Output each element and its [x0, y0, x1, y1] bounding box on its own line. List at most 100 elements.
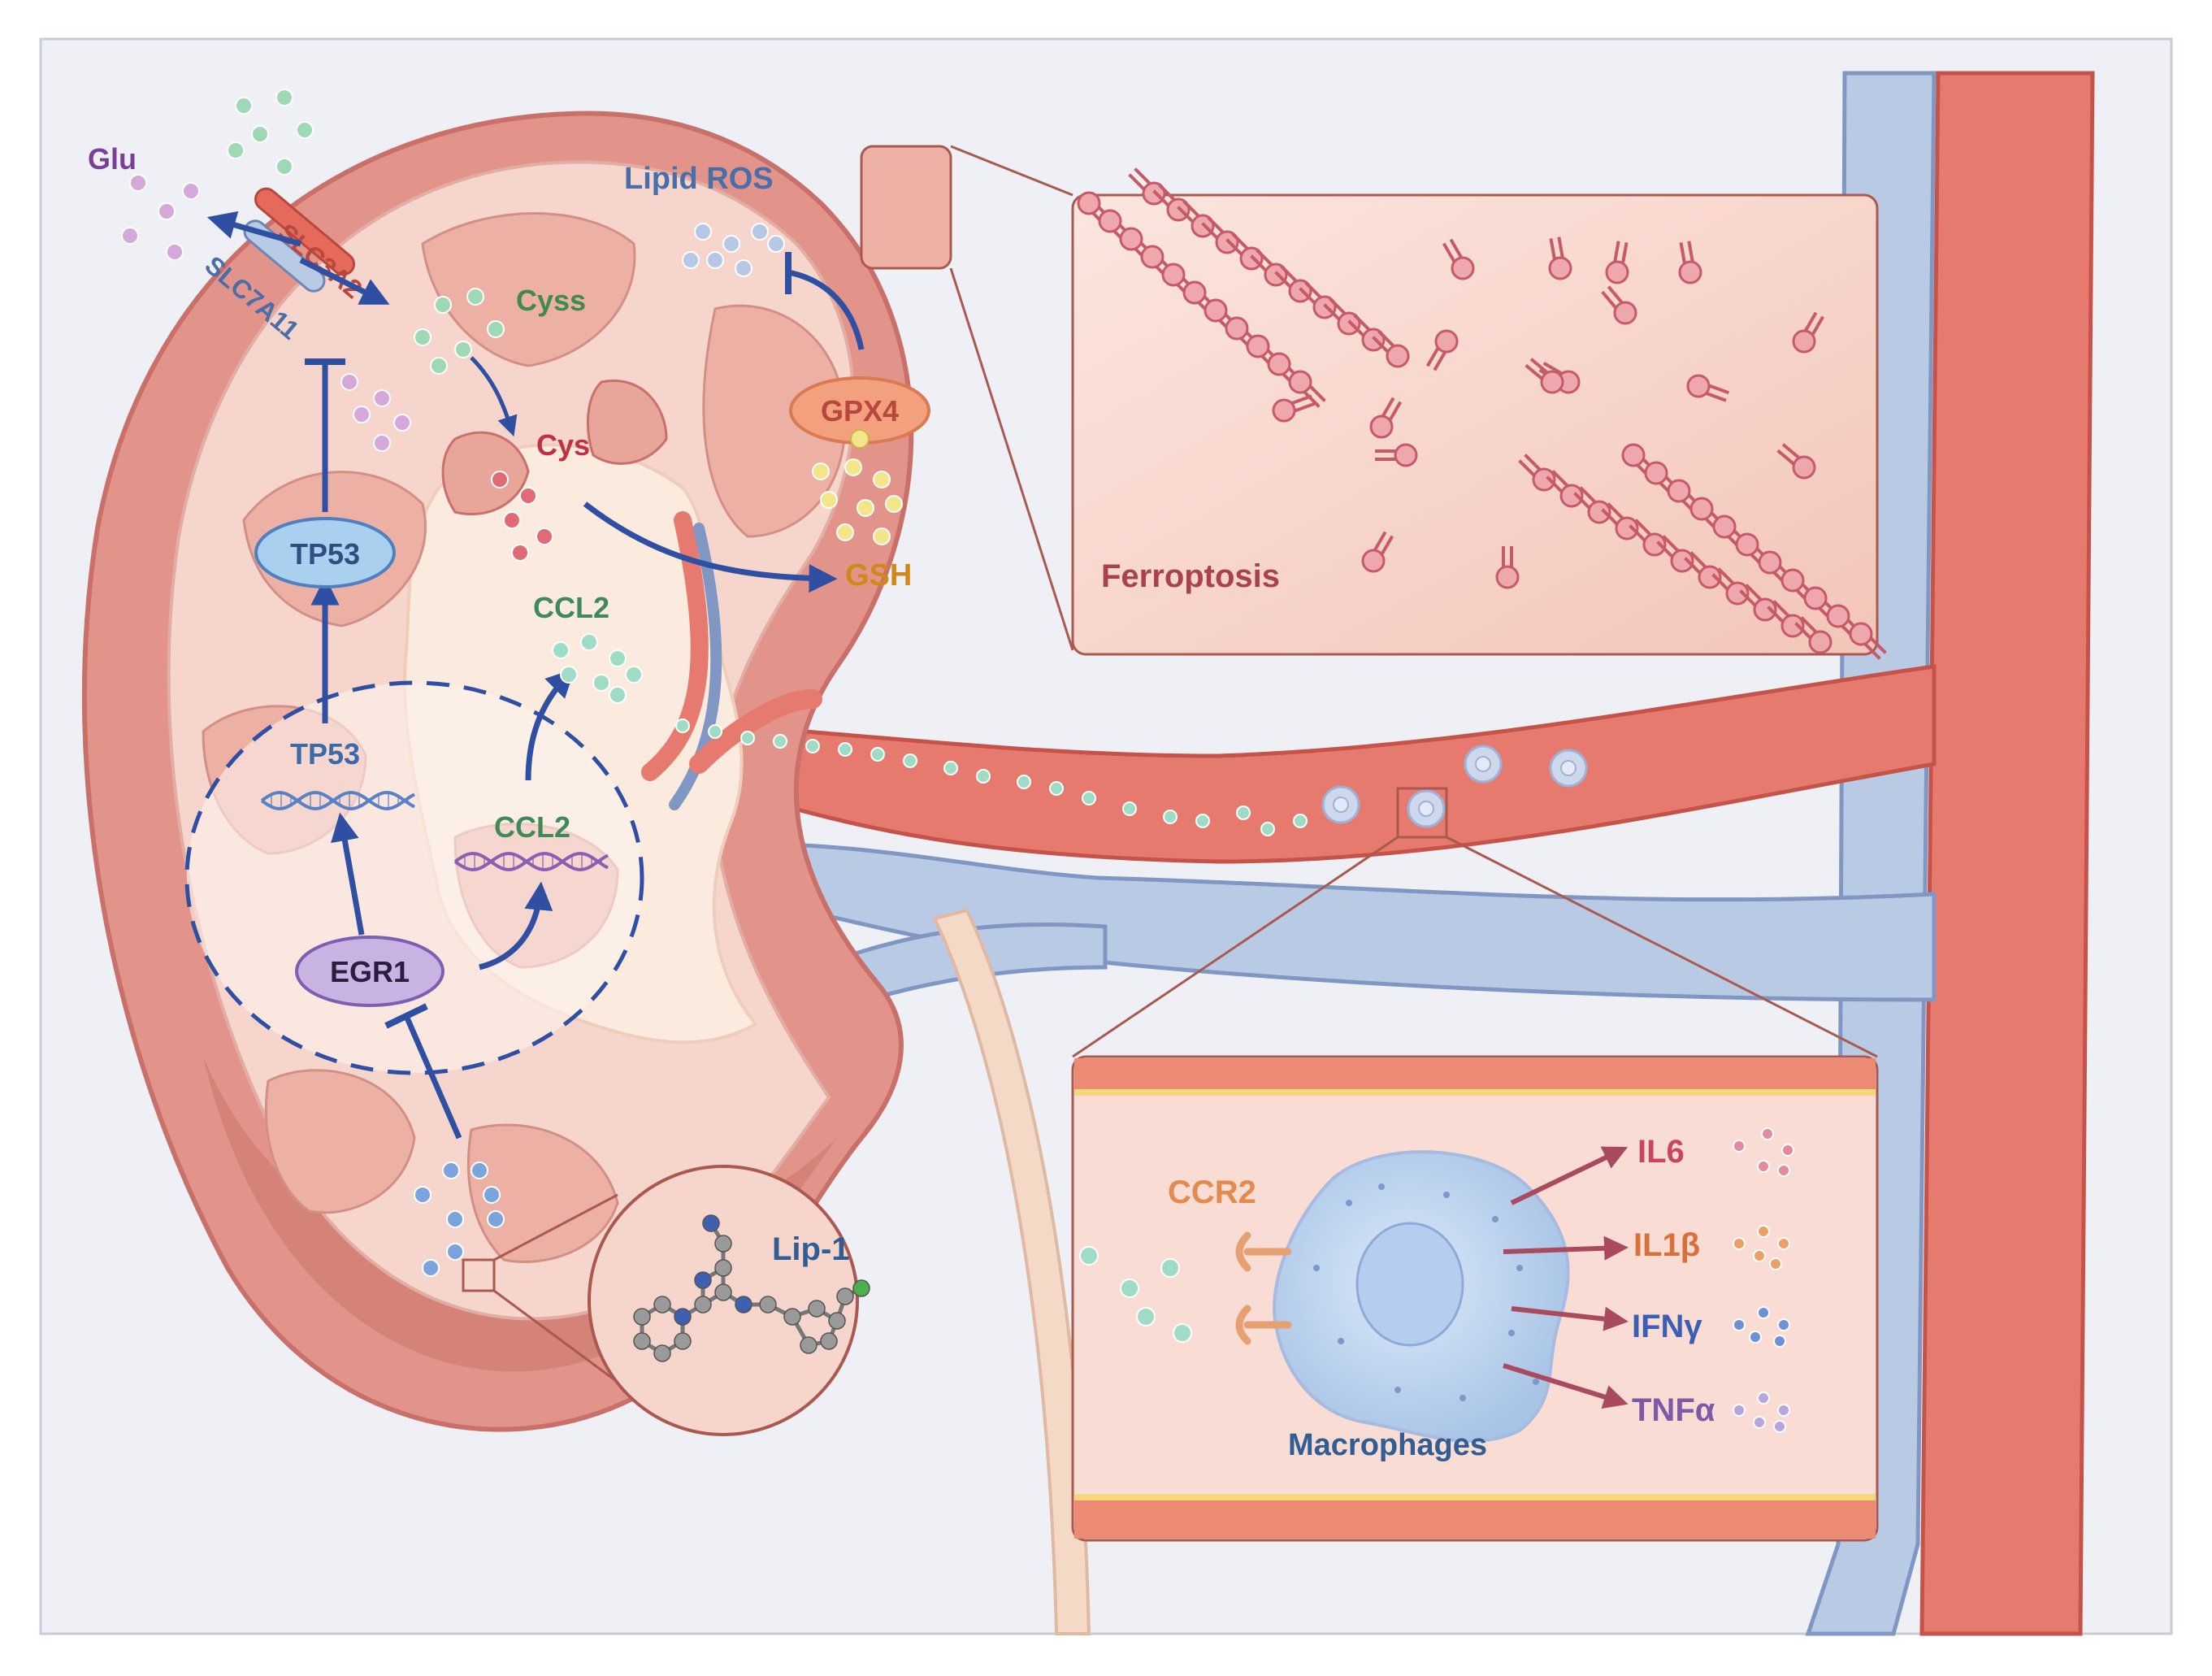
cys-dot — [519, 487, 537, 505]
ferroptosis-label: Ferroptosis — [1101, 558, 1280, 594]
lipid-ros-dot — [694, 223, 712, 241]
lip1-ball-and-stick-molecule — [633, 1214, 870, 1362]
gpx4-label: GPX4 — [821, 394, 899, 428]
glu-dot — [129, 174, 147, 192]
tp53-gene-label: TP53 — [290, 737, 360, 771]
ccl2-dot — [609, 686, 627, 704]
il6-dot — [1781, 1144, 1794, 1157]
tnfa-dot — [1733, 1404, 1746, 1417]
ccl2-dot — [1079, 1246, 1099, 1266]
ccl2-dot — [740, 731, 755, 745]
ccr2-label: CCR2 — [1168, 1175, 1256, 1210]
il1b-dot — [1777, 1237, 1790, 1250]
oxidized-lipids — [1272, 237, 1825, 589]
cyss-dot — [466, 288, 484, 306]
ccl2-dot — [560, 666, 578, 684]
il6-dot — [1733, 1140, 1746, 1153]
lip1-dot — [446, 1210, 464, 1228]
macrophage-nucleus — [1355, 1222, 1464, 1347]
il6-label: IL6 — [1637, 1134, 1685, 1170]
glu-label: Glu — [88, 142, 137, 176]
tp53-gene-dna-helix-icon — [260, 791, 415, 810]
gsh-dot — [873, 528, 891, 545]
cyss-dot — [487, 320, 505, 338]
lip1-dot — [483, 1186, 501, 1204]
macrophages-label: Macrophages — [1288, 1428, 1487, 1462]
zoom-source-box — [860, 145, 952, 270]
ifng-dot — [1777, 1318, 1790, 1331]
ccl2-gene-label: CCL2 — [494, 810, 570, 844]
egr1-label: EGR1 — [330, 955, 410, 988]
ferroptosis-panel: Ferroptosis — [860, 145, 1887, 660]
gsh-dot — [844, 458, 862, 476]
glu-dot — [121, 227, 139, 245]
tnfa-dot — [1757, 1392, 1770, 1405]
cyss-dot — [414, 328, 432, 346]
gpx4-protein — [789, 376, 930, 449]
tnfa-dot — [1777, 1404, 1790, 1417]
ccl2-dot — [943, 761, 958, 775]
il1b-dot — [1733, 1237, 1746, 1250]
ifng-dot — [1757, 1306, 1770, 1319]
tp53-protein-label: TP53 — [290, 537, 360, 571]
cyss-dot — [227, 141, 245, 159]
tp53-protein — [254, 517, 396, 588]
ccl2-protein-label: CCL2 — [533, 591, 609, 624]
lip1-dot — [446, 1243, 464, 1261]
lipid-ros-dot — [682, 251, 700, 269]
cys-dot — [491, 471, 509, 488]
il1b-label: IL1β — [1633, 1227, 1700, 1263]
ccl2-dot — [1236, 805, 1251, 820]
glu-dot — [166, 243, 184, 261]
ccl2-dot — [625, 666, 643, 684]
ccl2-dot — [609, 649, 627, 667]
ccl2-dot — [675, 719, 690, 733]
il6-dot — [1757, 1160, 1770, 1173]
glu-dot — [373, 389, 391, 407]
ccl2-dot — [1082, 791, 1096, 805]
ccr2-receptor-icon — [1235, 1231, 1292, 1345]
cyss-dot — [275, 89, 293, 106]
lipid-bilayer-top — [1077, 167, 1410, 408]
il6-dot — [1761, 1127, 1774, 1140]
glu-dot — [158, 202, 176, 220]
glu-dot — [393, 414, 411, 432]
lip1-label: Lip-1 — [772, 1231, 850, 1267]
egr1-protein — [295, 936, 445, 1007]
lipid-ros-dot — [751, 223, 769, 241]
lip1-dot — [487, 1210, 505, 1228]
cyss-dot — [454, 341, 472, 358]
ccl2-gene-dna-helix-icon — [453, 852, 609, 871]
molecule-dots — [121, 89, 1794, 1433]
gsh-dot — [812, 462, 830, 480]
ccl2-dot — [773, 734, 787, 749]
cys-label: Cys — [536, 428, 590, 462]
ifng-dot — [1773, 1335, 1786, 1348]
lipid-ros-label: Lipid ROS — [624, 162, 774, 196]
cyss-dot — [434, 296, 452, 314]
ccl2-dot — [805, 739, 820, 753]
cyss-dot — [296, 121, 314, 139]
cyss-dot — [235, 97, 253, 115]
ccl2-dot — [552, 641, 570, 659]
ccl2-dot — [1260, 822, 1275, 836]
il1b-dot — [1769, 1257, 1782, 1270]
ifng-dot — [1733, 1318, 1746, 1331]
gsh-label: GSH — [845, 558, 912, 593]
glu-dot — [353, 406, 371, 423]
gsh-dot — [836, 523, 854, 541]
ccl2-dot — [708, 724, 722, 739]
tnfa-dot — [1773, 1420, 1786, 1433]
ccl2-dot — [1293, 814, 1308, 828]
lipid-ros-dot — [706, 251, 724, 269]
lip1-dot — [422, 1259, 440, 1277]
gsh-dot — [820, 491, 838, 509]
gsh-dot — [885, 495, 903, 513]
ccl2-dot — [1160, 1258, 1180, 1278]
ccl2-dot — [1195, 814, 1210, 828]
cys-dot — [511, 544, 529, 562]
ccl2-dot — [592, 674, 610, 692]
zoom-source-box — [1396, 787, 1448, 839]
ccl2-dot — [870, 747, 885, 762]
